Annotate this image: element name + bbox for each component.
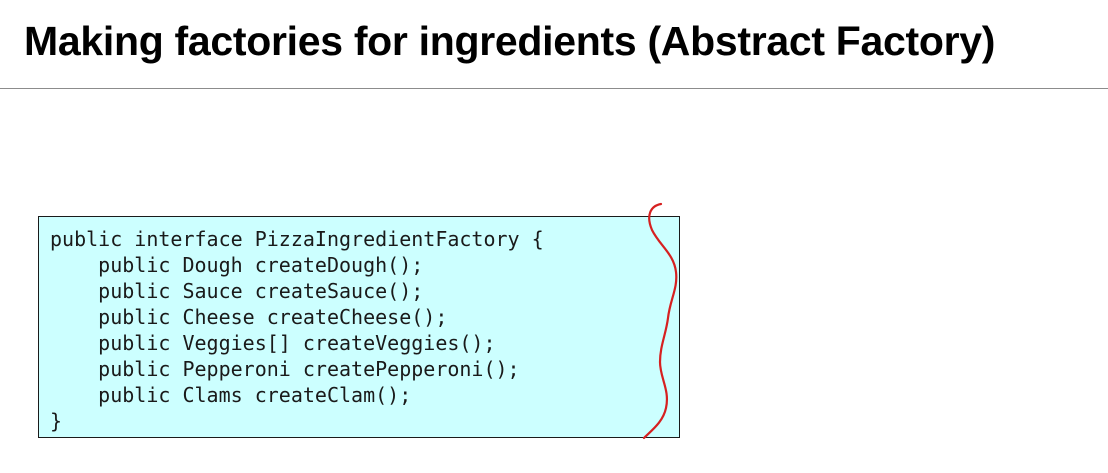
code-line: public Pepperoni createPepperoni();: [50, 357, 520, 381]
code-line: public Clams createClam();: [50, 383, 412, 407]
code-line: public Veggies[] createVeggies();: [50, 331, 496, 355]
annotation-stroke: [642, 202, 678, 440]
code-line: public Dough createDough();: [50, 253, 424, 277]
title-divider: [0, 88, 1108, 89]
code-line: public Sauce createSauce();: [50, 279, 424, 303]
slide-title: Making factories for ingredients (Abstra…: [24, 18, 996, 64]
code-line: public Cheese createCheese();: [50, 305, 448, 329]
code-line: public interface PizzaIngredientFactory …: [50, 227, 544, 251]
code-lines: public interface PizzaIngredientFactory …: [50, 226, 544, 434]
handwritten-brace-icon: [642, 202, 678, 440]
code-block: public interface PizzaIngredientFactory …: [38, 216, 680, 438]
code-line: }: [50, 409, 63, 433]
